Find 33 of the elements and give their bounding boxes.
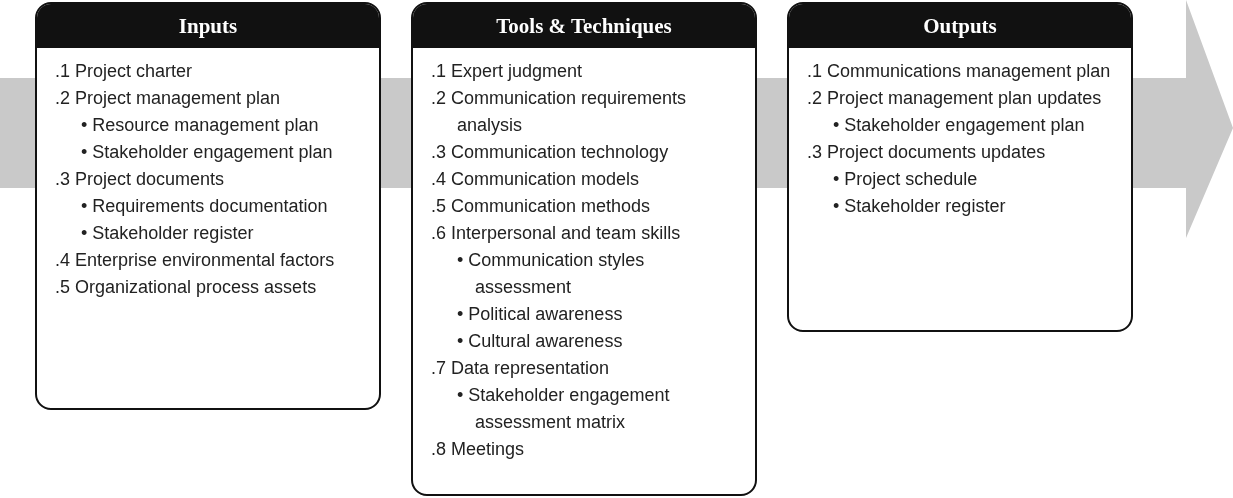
numbered-item: .3 Project documents updates [807,141,1047,164]
bullet-item: • Cultural awareness [457,330,624,353]
bullet-item: • Political awareness [457,303,624,326]
bullet-item: • Stakeholder register [81,222,255,245]
numbered-item: .1 Communications management plan [807,60,1112,83]
numbered-item: .4 Communication models [431,168,641,191]
box-heading: Tools & Techniques [413,4,755,48]
bullet-item: • Communication styles assessment [457,249,646,299]
numbered-item: .7 Data representation [431,357,611,380]
process-box [411,2,757,496]
numbered-item: .8 Meetings [431,438,526,461]
numbered-item: .5 Communication methods [431,195,652,218]
box-heading: Outputs [789,4,1131,48]
numbered-item: .1 Expert judgment [431,60,584,83]
numbered-item: .2 Communication requirements analysis [431,87,688,137]
numbered-item: .1 Project charter [55,60,194,83]
numbered-item: .3 Communication technology [431,141,670,164]
bullet-item: • Resource management plan [81,114,320,137]
bullet-item: • Stakeholder engagement plan [833,114,1086,137]
numbered-item: .2 Project management plan updates [807,87,1103,110]
bullet-item: • Stakeholder register [833,195,1007,218]
numbered-item: .2 Project management plan [55,87,282,110]
numbered-item: .6 Interpersonal and team skills [431,222,682,245]
box-heading: Inputs [37,4,379,48]
process-box [35,2,381,410]
numbered-item: .3 Project documents [55,168,226,191]
bullet-item: • Project schedule [833,168,979,191]
numbered-item: .4 Enterprise environmental factors [55,249,336,272]
process-box [787,2,1133,332]
numbered-item: .5 Organizational process assets [55,276,318,299]
bullet-item: • Stakeholder engagement plan [81,141,334,164]
bullet-item: • Requirements documentation [81,195,329,218]
bullet-item: • Stakeholder engagement assessment matrix [457,384,671,434]
